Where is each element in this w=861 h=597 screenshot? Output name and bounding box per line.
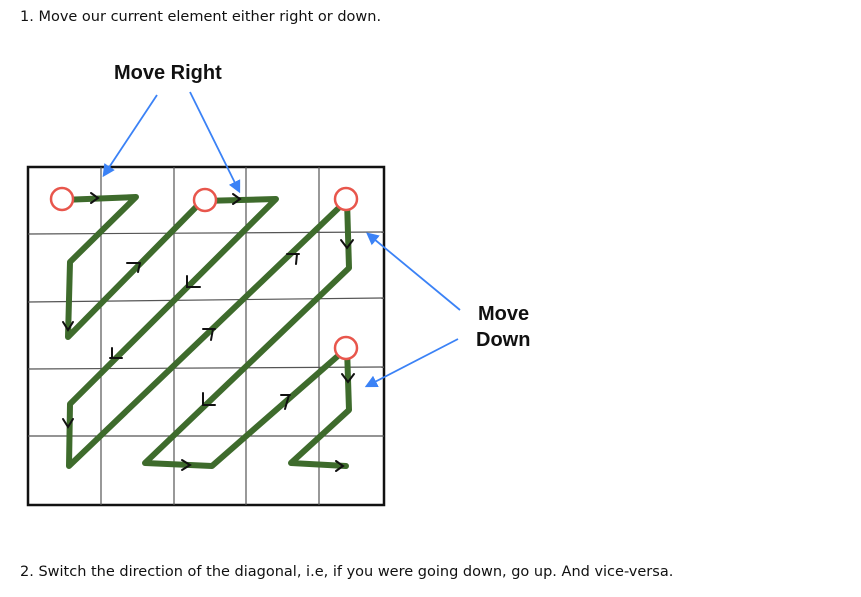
move-down-arrow bbox=[364, 338, 459, 388]
highlight-circle bbox=[49, 186, 75, 212]
move-down-arrow bbox=[366, 232, 461, 311]
grid-row-line bbox=[27, 231, 385, 235]
move-down-label-line1: Move bbox=[478, 303, 529, 325]
step-1-text: 1. Move our current element either right… bbox=[20, 9, 382, 25]
move-right-arrow bbox=[102, 94, 158, 178]
move-right-label: Move Right bbox=[114, 62, 222, 84]
grid-row-line bbox=[27, 366, 385, 370]
highlight-circle bbox=[192, 187, 218, 213]
grid-row-line bbox=[27, 297, 385, 303]
highlight-circle bbox=[333, 186, 359, 212]
path-direction-marks bbox=[62, 192, 355, 472]
highlight-circle bbox=[333, 335, 359, 361]
move-right-arrow bbox=[189, 91, 241, 194]
move-down-label-line2: Down bbox=[476, 329, 530, 351]
step-2-text: 2. Switch the direction of the diagonal,… bbox=[20, 564, 674, 580]
grid-border bbox=[26, 165, 386, 507]
zigzag-path bbox=[59, 194, 352, 469]
